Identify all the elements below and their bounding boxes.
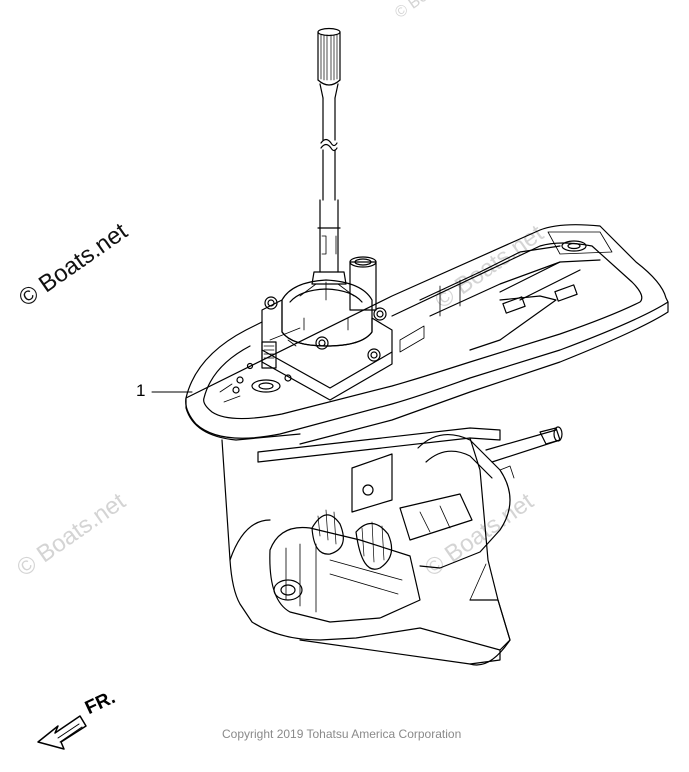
front-direction-arrow	[37, 715, 87, 750]
propeller-shaft	[417, 426, 563, 569]
gear-case-body	[221, 437, 511, 666]
drive-shaft	[311, 27, 347, 285]
water-pump	[281, 256, 377, 347]
gear-train	[311, 453, 473, 570]
nose-bearing-housing	[269, 526, 421, 623]
anti-ventilation-plate	[257, 295, 557, 463]
callout-label-1: 1	[136, 381, 146, 400]
copyright-text: Copyright 2019 Tohatsu America Corporati…	[222, 727, 462, 741]
gear-case-deck	[185, 224, 669, 445]
